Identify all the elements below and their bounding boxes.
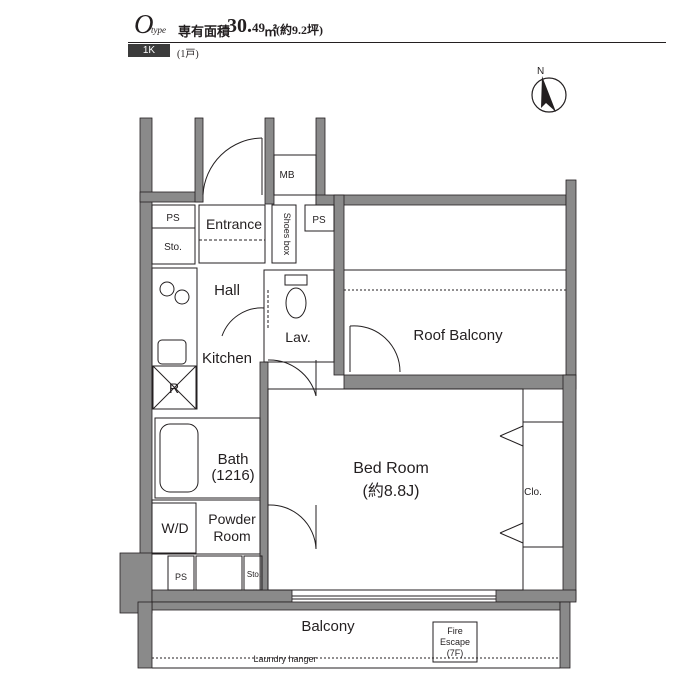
wall-right-exterior bbox=[562, 374, 577, 601]
layout-badge: 1K bbox=[128, 44, 170, 57]
closet-door-icon bbox=[499, 425, 524, 447]
wall-bottom-left bbox=[151, 589, 293, 603]
wall-right-upper bbox=[565, 179, 577, 376]
burner-icon bbox=[159, 281, 175, 297]
wall-entrance-left bbox=[194, 117, 204, 203]
bathtub-icon bbox=[159, 423, 199, 493]
wall-mb-right bbox=[315, 117, 326, 205]
ps-top-right-box bbox=[304, 204, 335, 232]
type-subscript: type bbox=[151, 25, 166, 35]
label-shoes-box: Shoes box bbox=[282, 213, 292, 256]
compass-label: N bbox=[537, 66, 544, 77]
area-value: 30.49 bbox=[227, 15, 265, 38]
header-rule bbox=[128, 42, 666, 43]
powder-door-arc bbox=[267, 504, 317, 550]
fridge-diagonal bbox=[152, 365, 197, 410]
fire-escape-box bbox=[432, 621, 478, 663]
compass-ring bbox=[531, 77, 567, 113]
label-ps-top-left: PS bbox=[166, 213, 180, 224]
sto-top-box bbox=[151, 227, 196, 265]
entrance-box bbox=[198, 204, 266, 264]
toilet-bowl-icon bbox=[285, 287, 307, 319]
wall-bottom-left-block bbox=[119, 552, 153, 614]
label-bed-room: Bed Room bbox=[353, 460, 429, 477]
toilet-tank-icon bbox=[284, 274, 308, 286]
fridge-box bbox=[152, 365, 197, 410]
bath-box bbox=[154, 417, 261, 499]
label-sto-top: Sto. bbox=[164, 242, 182, 253]
hall-door-arc bbox=[221, 307, 265, 337]
north-arrow-icon bbox=[541, 76, 556, 112]
label-fire-escape: Fire bbox=[447, 626, 463, 636]
label-wd: W/D bbox=[161, 520, 188, 536]
wall-roof-balcony-bottom bbox=[343, 374, 577, 390]
interior-lines bbox=[151, 137, 566, 669]
wall-balcony-top bbox=[151, 601, 561, 611]
label-ps-bottom: PS bbox=[175, 572, 187, 582]
area-tsubo: (約9.2坪) bbox=[276, 23, 323, 37]
sto-bottom-box bbox=[243, 555, 263, 591]
area-integer: 30. bbox=[227, 15, 252, 37]
sink-icon bbox=[157, 339, 187, 365]
label-roof-balcony: Roof Balcony bbox=[413, 327, 503, 344]
label-powder-room: Powder bbox=[208, 511, 256, 527]
wall-mb-left bbox=[264, 117, 275, 205]
label-hall: Hall bbox=[214, 282, 240, 299]
label-ps-top-right: PS bbox=[312, 215, 326, 226]
label-bath-size: (1216) bbox=[211, 467, 254, 484]
bedroom-door-arc bbox=[267, 359, 317, 397]
wall-left-exterior bbox=[139, 117, 153, 555]
label-balcony: Balcony bbox=[301, 618, 355, 635]
label-fire-escape-2: Escape bbox=[440, 637, 470, 647]
label-mb: MB bbox=[280, 170, 295, 181]
burner-icon bbox=[174, 289, 190, 305]
wall-top-left bbox=[139, 191, 204, 203]
label-bed-room-size: (約8.8J) bbox=[363, 482, 420, 500]
label-lav: Lav. bbox=[285, 329, 310, 345]
area-label: 専有面積 bbox=[178, 24, 231, 39]
wall-bottom-right bbox=[495, 589, 577, 603]
ps-bottom-box bbox=[167, 555, 195, 591]
wd-box bbox=[151, 502, 197, 554]
label-bath: Bath bbox=[218, 451, 249, 468]
roof-door-arc bbox=[349, 325, 401, 373]
mb-box bbox=[273, 154, 317, 196]
area-decimal: 49 bbox=[252, 20, 265, 35]
label-kitchen: Kitchen bbox=[202, 350, 252, 367]
shoes-box-outline bbox=[271, 204, 297, 264]
unit-count: (1戸) bbox=[177, 49, 199, 60]
label-closet: Clo. bbox=[524, 487, 542, 498]
wall-balcony-right bbox=[559, 601, 571, 669]
type-letter: O bbox=[134, 9, 154, 39]
wall-shaft bbox=[333, 194, 345, 376]
room-labels: MB PS Entrance Shoes box PS Sto. Hall La… bbox=[161, 170, 542, 664]
label-entrance: Entrance bbox=[206, 216, 262, 232]
area-unit: ㎡ bbox=[264, 24, 278, 39]
label-laundry-hanger: Laundry hanger bbox=[253, 654, 316, 664]
entrance-door-arc bbox=[202, 137, 263, 196]
label-fridge: R bbox=[169, 380, 179, 396]
lav-box bbox=[263, 269, 335, 363]
wall-balcony-left bbox=[137, 601, 153, 669]
label-sto-bottom: Sto. bbox=[247, 570, 261, 579]
walls bbox=[119, 117, 577, 669]
label-fire-escape-3: (7F) bbox=[447, 648, 464, 658]
label-powder-room-2: Room bbox=[213, 528, 250, 544]
closet-door-icon bbox=[499, 522, 524, 544]
wall-top-right bbox=[315, 194, 567, 206]
vanity-box bbox=[195, 555, 243, 591]
compass: N bbox=[531, 66, 567, 113]
closet-box bbox=[522, 421, 564, 548]
